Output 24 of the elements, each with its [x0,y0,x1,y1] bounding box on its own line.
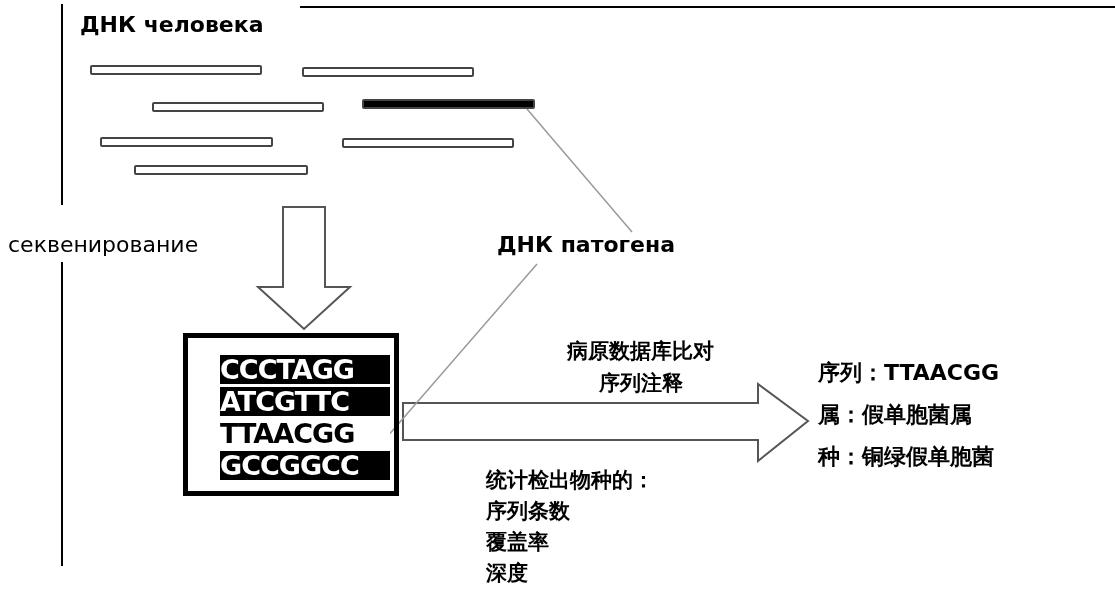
leader-line [389,263,538,435]
sequence-row: GCCGGCC [220,451,390,480]
note-item: 序列条数 [486,498,570,525]
sequence-row: CCCTAGG [220,355,390,384]
result-line: 属：假单胞菌属 [818,401,972,429]
result-line: 序列：TTAACGG [818,359,1000,387]
result-line: 种：铜绿假单胞菌 [818,443,994,471]
annotation-text: ДНК патогена [497,232,687,264]
sequence-row: ATCGTTC [220,387,390,416]
note-item: 覆盖率 [486,529,549,556]
note-item: 深度 [486,560,528,587]
dna-read-bar [342,138,514,148]
dna-read-bar [100,137,273,147]
right-block-arrow [402,382,810,464]
dna-read-bar [134,165,308,175]
dna-read-bar [90,65,262,75]
group-heading: ДНК человека [80,12,264,37]
dna-read-bar [152,102,324,112]
pathogen-read-bar [362,99,535,109]
leader-line [526,108,633,233]
sequence-panel [183,333,399,496]
down-block-arrow [255,206,353,331]
note-heading: 统计检出物种的： [486,467,654,494]
dna-read-bar [302,67,474,77]
